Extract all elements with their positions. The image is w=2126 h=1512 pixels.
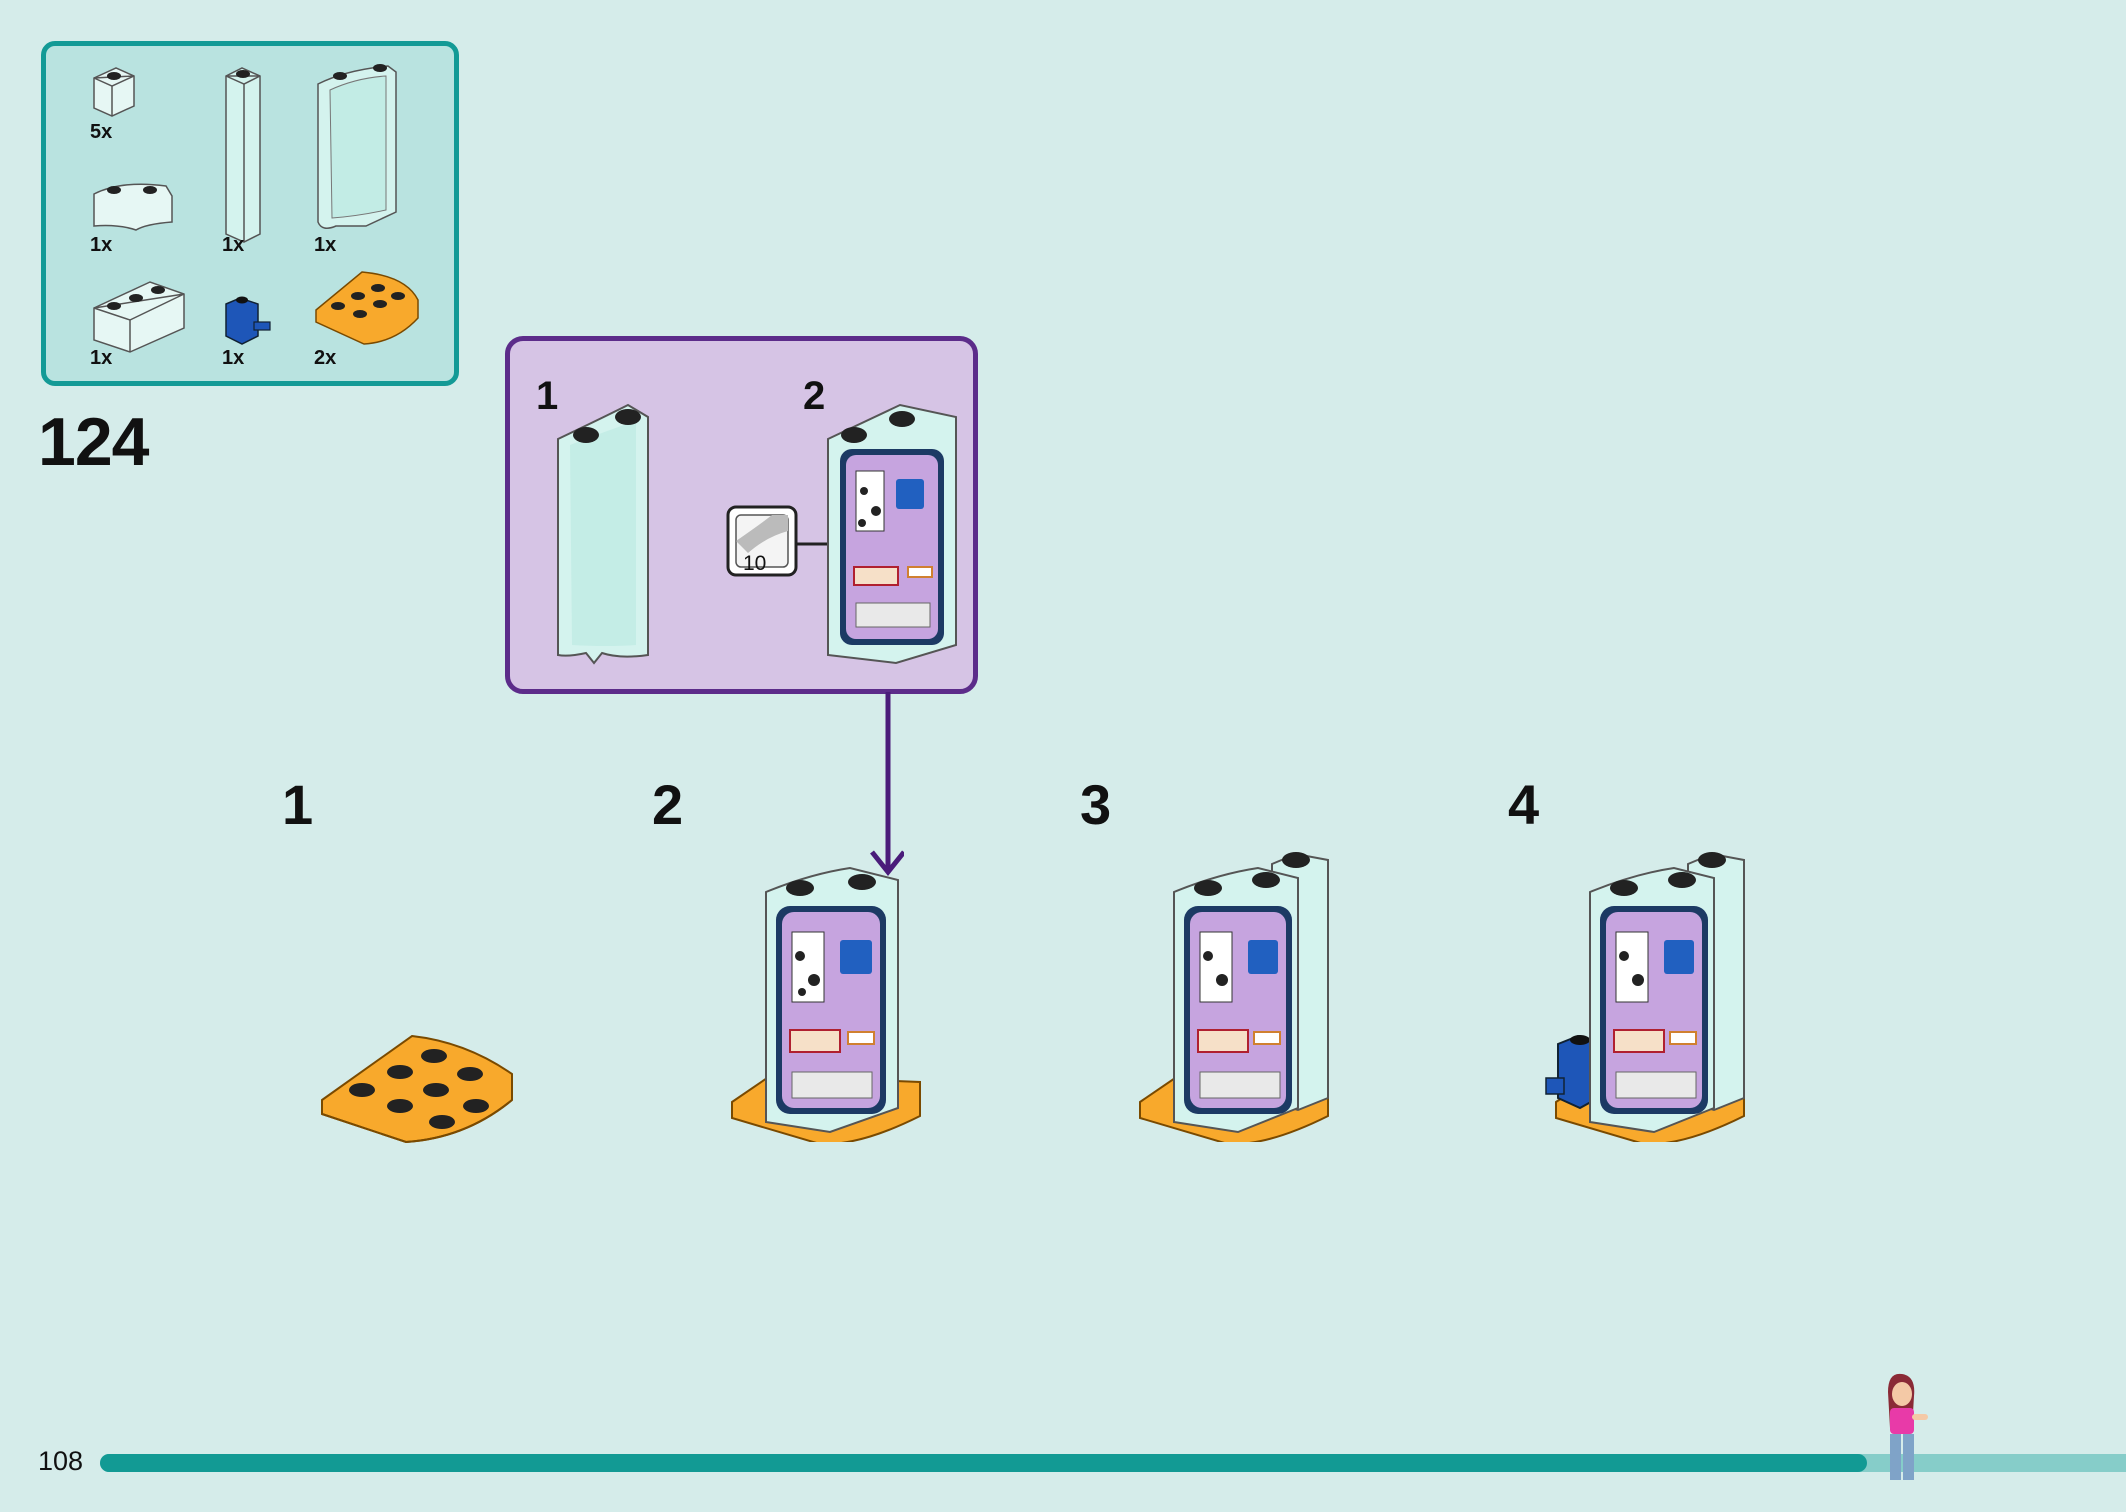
substep-label: 1 — [536, 374, 559, 418]
substep-2-illustration — [731, 866, 921, 1142]
step-number: 124 — [38, 404, 149, 480]
part-qty: 1x — [222, 347, 245, 369]
progress-bar — [100, 1454, 2126, 1472]
part-qty: 1x — [90, 347, 113, 369]
substep-3-label: 3 — [1080, 773, 1112, 836]
substep-1-illustration — [321, 1034, 513, 1144]
orange-plate-part — [315, 271, 419, 345]
curved-brick-part — [93, 183, 173, 231]
blue-clip-brick-part — [225, 296, 271, 345]
sticker-callout — [726, 505, 844, 577]
brick-1x3-part — [93, 281, 185, 353]
column-part — [225, 67, 261, 243]
part-qty: 1x — [90, 234, 113, 256]
substep-3-illustration — [1139, 852, 1329, 1142]
curved-panel-decorated — [827, 403, 957, 665]
minifigure-icon — [1888, 1373, 1928, 1480]
part-qty: 1x — [222, 234, 245, 256]
part-qty: 1x — [314, 234, 337, 256]
subassembly-box: 1 2 — [505, 336, 978, 694]
substep-4-label: 4 — [1508, 773, 1540, 836]
substep-4-illustration — [1545, 852, 1745, 1142]
substep-1-label: 1 — [282, 773, 314, 836]
parts-list: 5x 1x 1x 1x 1x 1x 2x — [41, 41, 459, 386]
curved-panel-plain — [557, 403, 649, 665]
part-qty: 2x — [314, 347, 337, 369]
part-qty: 5x — [90, 121, 113, 143]
connector-arrow — [870, 692, 904, 877]
brick-1x1-part — [93, 67, 135, 117]
sticker-number: 10 — [743, 552, 767, 575]
curved-panel-part — [317, 64, 397, 229]
substep-label: 2 — [803, 374, 826, 418]
substep-2-label: 2 — [652, 773, 684, 836]
progress-fill — [100, 1454, 1867, 1472]
page-number: 108 — [38, 1446, 84, 1476]
